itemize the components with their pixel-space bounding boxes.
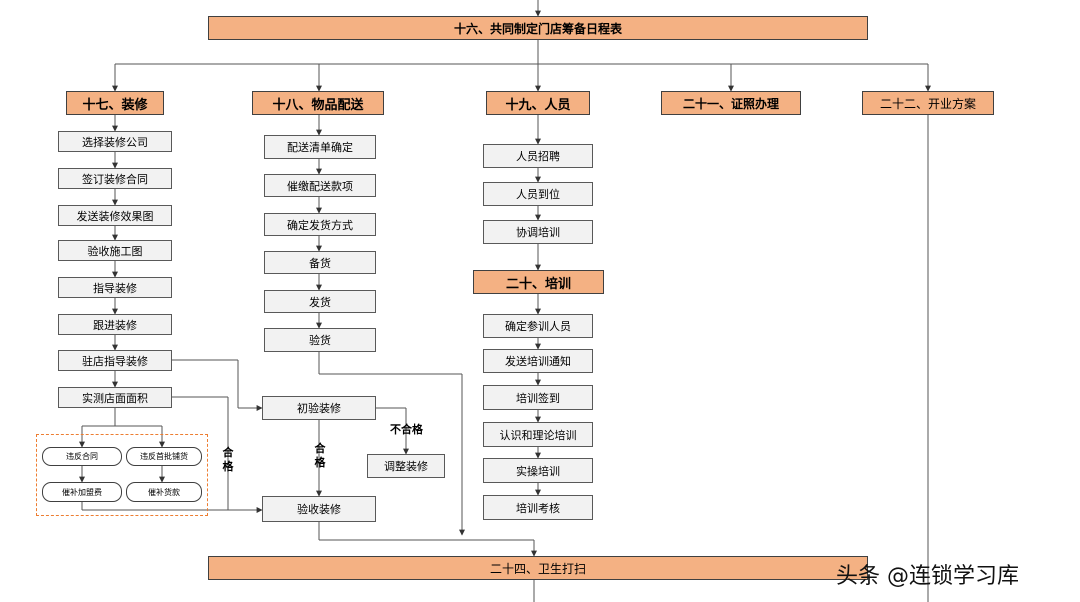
staff-recruit: 人员招聘 [483,144,593,168]
node-delivery: 十八、物品配送 [252,91,384,115]
urge-goods-payment: 催补货款 [126,482,202,502]
deco-select-company: 选择装修公司 [58,131,172,152]
node-joint-schedule: 十六、共同制定门店筹备日程表 [208,16,868,40]
label-fail: 不合格 [390,423,423,436]
node-staff: 十九、人员 [486,91,590,115]
breach-group [36,434,208,516]
train-send-notice: 发送培训通知 [483,349,593,373]
staff-onboard: 人员到位 [483,182,593,206]
deco-measure-area: 实测店面面积 [58,387,172,408]
train-confirm-trainees: 确定参训人员 [483,314,593,338]
train-theory: 认识和理论培训 [483,422,593,447]
inspect-first: 初验装修 [262,396,376,420]
node-training: 二十、培训 [473,270,604,294]
breach-first-stock: 违反首批铺货 [126,447,202,466]
deco-guide: 指导装修 [58,277,172,298]
urge-franchise-fee: 催补加盟费 [42,482,122,502]
deliv-ship-method: 确定发货方式 [264,213,376,236]
node-license: 二十一、证照办理 [661,91,801,115]
deco-follow-up: 跟进装修 [58,314,172,335]
label-pass-center: 合格 [314,442,326,469]
deco-sign-contract: 签订装修合同 [58,168,172,189]
train-assessment: 培训考核 [483,495,593,520]
deco-onsite-guide: 驻店指导装修 [58,350,172,371]
train-practice: 实操培训 [483,458,593,483]
node-cleaning: 二十四、卫生打扫 [208,556,868,580]
deliv-urge-payment: 催缴配送款项 [264,174,376,197]
deliv-ship: 发货 [264,290,376,313]
node-opening-plan: 二十二、开业方案 [862,91,994,115]
watermark: 头条 @连锁学习库 [836,564,1019,589]
deco-send-render: 发送装修效果图 [58,205,172,226]
inspect-final: 验收装修 [262,496,376,522]
deliv-prepare: 备货 [264,251,376,274]
deliv-check: 验货 [264,328,376,352]
train-signin: 培训签到 [483,385,593,410]
breach-contract: 违反合同 [42,447,122,466]
staff-coordinate-training: 协调培训 [483,220,593,244]
deco-check-drawing: 验收施工图 [58,240,172,261]
deliv-confirm-list: 配送清单确定 [264,135,376,159]
node-decoration: 十七、装修 [66,91,164,115]
adjust-decoration: 调整装修 [367,454,445,478]
label-pass-left: 合格 [222,446,234,473]
